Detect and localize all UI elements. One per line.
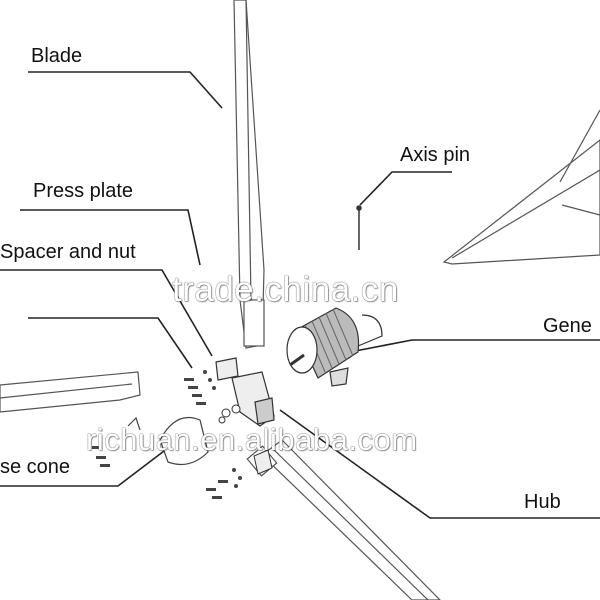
generator <box>286 307 383 387</box>
leader-blade <box>28 71 223 109</box>
watermark-site: trade.china.cn <box>172 270 399 309</box>
label-generator: Gene <box>543 315 592 337</box>
label-hub: Hub <box>524 491 561 513</box>
leader-spacer <box>0 269 213 357</box>
leader-hub <box>279 409 600 519</box>
axis-pin <box>356 205 362 250</box>
blade-top <box>233 0 265 349</box>
label-spacer-and-nut: Spacer and nut <box>0 241 136 263</box>
label-press-plate: Press plate <box>33 180 134 202</box>
hub-plate <box>253 449 273 475</box>
leader-nose-cone <box>0 447 169 487</box>
tail-vane <box>442 109 600 265</box>
label-axis-pin: Axis pin <box>400 144 471 166</box>
label-blade: Blade <box>31 45 83 67</box>
leader-generator <box>349 339 600 353</box>
bolts-upper <box>184 370 216 405</box>
leader-blank <box>28 317 193 369</box>
label-nose-cone: se cone <box>0 456 71 478</box>
leader-axis-pin <box>359 171 452 206</box>
watermark-company: richuan.en.alibaba.com <box>86 422 418 457</box>
bolts-lower <box>92 446 242 499</box>
leader-press-plate <box>20 209 201 266</box>
blade-lower <box>246 439 441 600</box>
spacers <box>218 404 241 424</box>
blade-left <box>0 371 141 413</box>
hub-bracket <box>215 357 275 427</box>
nose-cone <box>127 416 209 465</box>
